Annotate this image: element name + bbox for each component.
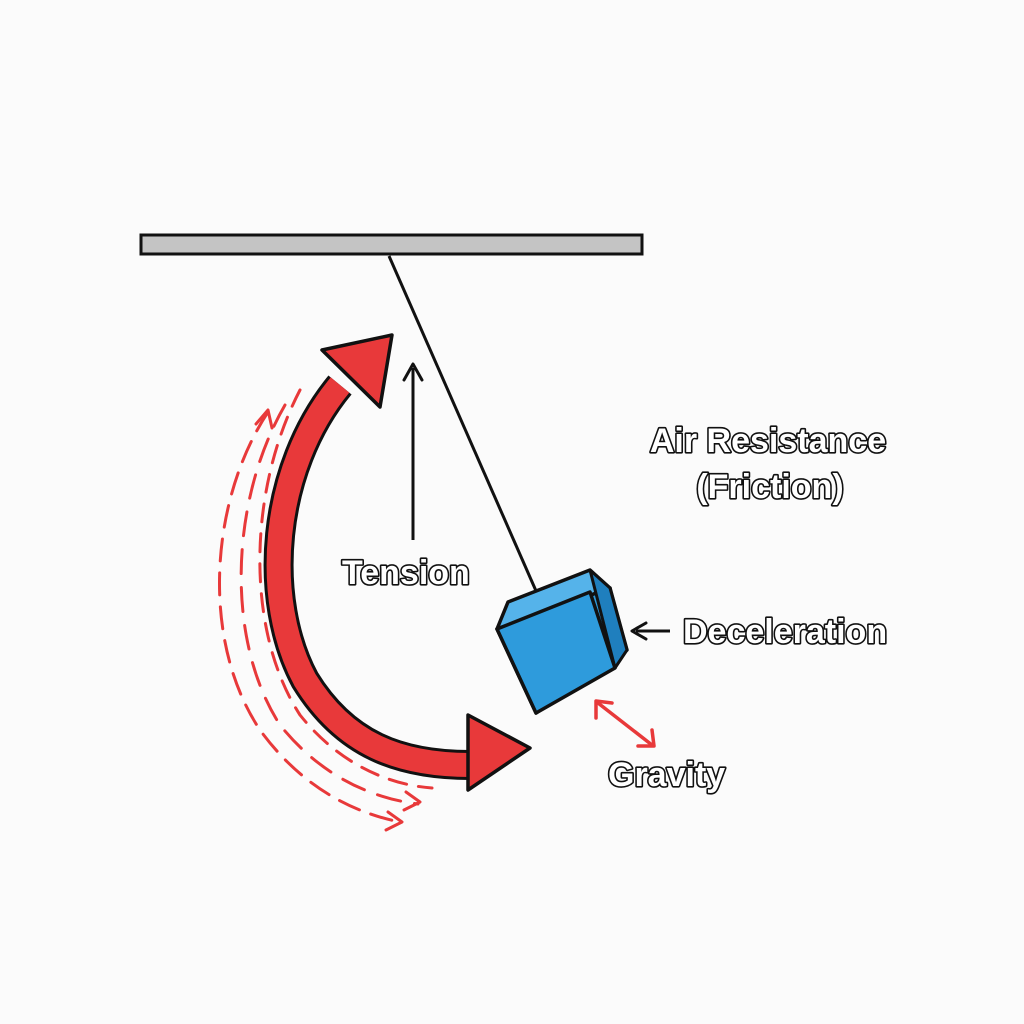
bob-front-main [495, 590, 617, 715]
motion-trails [218, 388, 434, 832]
trail-arrowhead-bottom-2 [402, 790, 422, 812]
motion-trail-inner [258, 388, 434, 790]
swing-arrowhead-down [466, 713, 532, 792]
gravity-label: Gravity [608, 756, 725, 794]
motion-trail-outer [218, 410, 402, 824]
swing-arrow [263, 333, 532, 792]
swing-arrow-body-fill [266, 377, 471, 777]
deceleration-arrow [630, 621, 670, 641]
motion-trail-middle [239, 403, 420, 806]
friction-label: (Friction) [696, 468, 843, 506]
air-resistance-label: Air Resistance [650, 422, 886, 460]
swing-arrowhead-up [320, 333, 394, 409]
pendulum-string [387, 255, 542, 601]
tension-arrow [402, 362, 424, 540]
trail-arrowhead-top [254, 408, 274, 430]
support-bar [139, 233, 644, 256]
deceleration-label: Deceleration [683, 613, 887, 651]
bob-side-face [588, 568, 629, 670]
gravity-arrow [594, 699, 656, 748]
trail-arrowhead-bottom-1 [384, 810, 404, 832]
pendulum-bob [495, 568, 629, 715]
tension-label: Tension [342, 554, 470, 592]
